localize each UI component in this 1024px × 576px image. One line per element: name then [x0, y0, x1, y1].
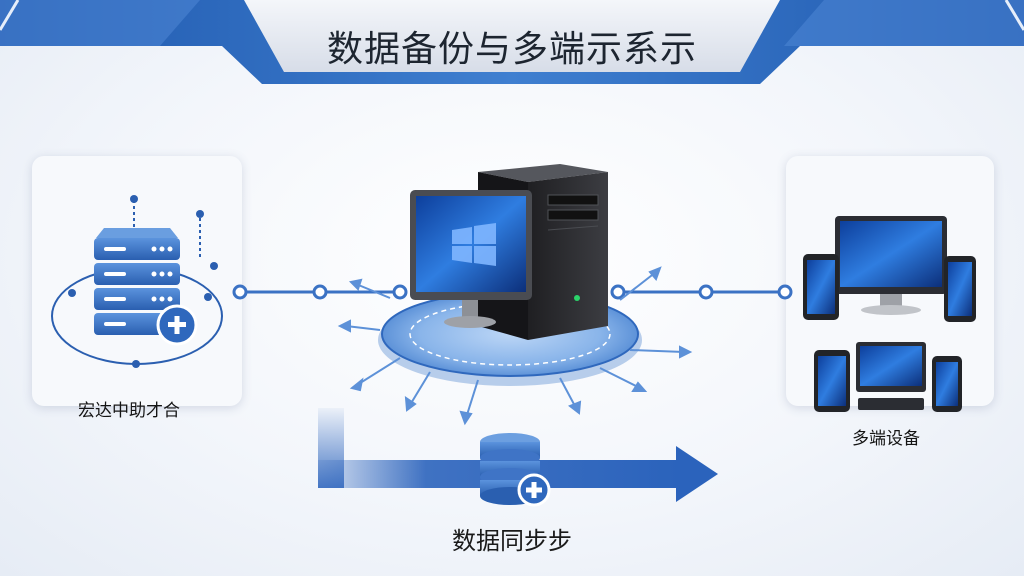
devices-label: 多端设备: [852, 429, 920, 449]
server-plus-icon: [51, 195, 223, 368]
page-title: 数据备份与多端示系示: [326, 29, 697, 70]
sync-label: 数据同步步: [452, 527, 572, 555]
title-banner: [0, 0, 1024, 84]
radiating-arrows: [337, 266, 693, 426]
multi-device-icon: [803, 216, 976, 412]
desktop-computer-icon: [410, 164, 608, 340]
connector-right: [610, 284, 793, 300]
connector-left: [232, 284, 408, 300]
source-label: 宏达中助才合: [78, 401, 180, 421]
database-plus-icon: [480, 433, 551, 507]
